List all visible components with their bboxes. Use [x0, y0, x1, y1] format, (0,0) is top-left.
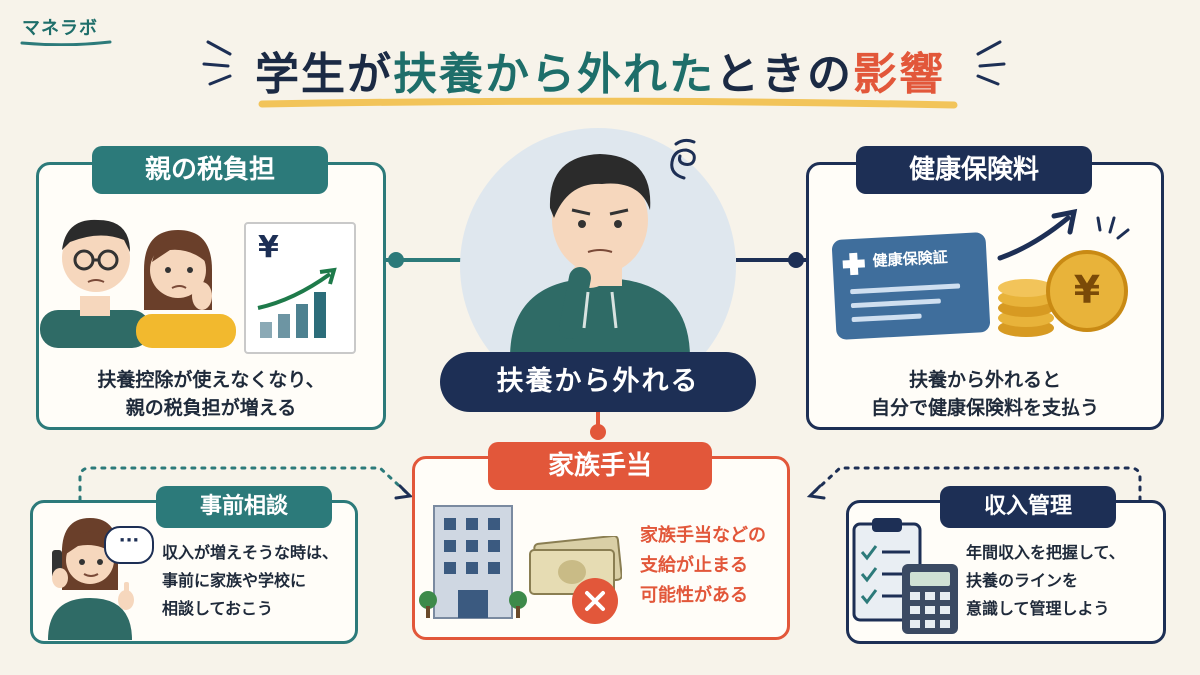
family-line-1: 家族手当などの — [640, 525, 766, 546]
family-allowance-label: 家族手当 — [488, 442, 712, 490]
consult-line-2: 事前に家族や学校に — [162, 571, 307, 590]
emphasis-lines-left — [202, 40, 232, 86]
income-line-3: 意識して管理しよう — [966, 599, 1110, 618]
card-line — [850, 298, 941, 309]
insurance-card-illustration: 健康保険証 — [831, 232, 991, 340]
woman-phone-illustration — [48, 518, 134, 640]
insurance-card-text: 健康保険証 — [872, 248, 949, 270]
title-part-3: ときの — [715, 49, 853, 100]
health-line-1: 扶養から外れると — [908, 369, 1061, 391]
clipboard-calculator-illustration — [852, 518, 958, 634]
title-part-4: 影響 — [853, 49, 945, 100]
title-highlight — [258, 97, 958, 109]
card-line — [851, 313, 922, 323]
student-illustration — [510, 154, 690, 358]
speech-bubble-dots: ··· — [118, 530, 140, 551]
banknote-icon — [529, 536, 622, 595]
cross-mark-icon — [572, 578, 618, 624]
office-building-icon — [419, 505, 527, 619]
title-part-2: 扶養から外れた — [393, 49, 715, 100]
parent-tax-line-2: 親の税負担が増える — [125, 397, 297, 419]
consultation-label: 事前相談 — [156, 486, 332, 528]
medical-cross-icon — [842, 252, 865, 276]
health-insurance-label: 健康保険料 — [856, 146, 1092, 194]
yen-coin-icon: ¥ — [1046, 250, 1128, 332]
health-line-2: 自分で健康保険料を支払う — [870, 397, 1099, 419]
yen-coin-symbol: ¥ — [1073, 268, 1101, 312]
logo-underline — [20, 40, 112, 46]
card-line — [850, 283, 961, 295]
family-line-2: 支給が止まる — [640, 555, 748, 576]
parent-tax-label: 親の税負担 — [92, 146, 328, 194]
income-management-label: 収入管理 — [940, 486, 1116, 528]
parents-illustration — [40, 219, 236, 348]
page-title: 学生が扶養から外れたときの影響 — [0, 38, 1200, 102]
rising-arrow-icon — [997, 208, 1078, 261]
sparkle-lines-icon — [1096, 216, 1130, 240]
confused-swirl-icon — [670, 138, 696, 180]
rising-chart-icon — [257, 267, 337, 338]
center-label-pill: 扶養から外れる — [440, 352, 756, 412]
income-line-2: 扶養のラインを — [966, 571, 1079, 590]
income-line-1: 年間収入を把握して、 — [966, 543, 1125, 562]
logo: マネラボ — [22, 18, 98, 39]
yen-icon: ¥ — [258, 230, 279, 265]
x-icon — [585, 591, 605, 611]
title-part-1: 学生が — [255, 49, 393, 100]
parent-tax-line-1: 扶養控除が使えなくなり、 — [97, 369, 325, 391]
consult-line-3: 相談しておこう — [162, 599, 274, 618]
tax-document: ¥ — [244, 222, 356, 354]
family-line-3: 可能性がある — [640, 585, 748, 606]
speech-bubble-icon: ··· — [104, 526, 154, 564]
coin-stack-icon — [998, 279, 1054, 337]
consult-line-1: 収入が増えそうな時は、 — [162, 543, 339, 562]
emphasis-lines-right — [976, 40, 1006, 86]
